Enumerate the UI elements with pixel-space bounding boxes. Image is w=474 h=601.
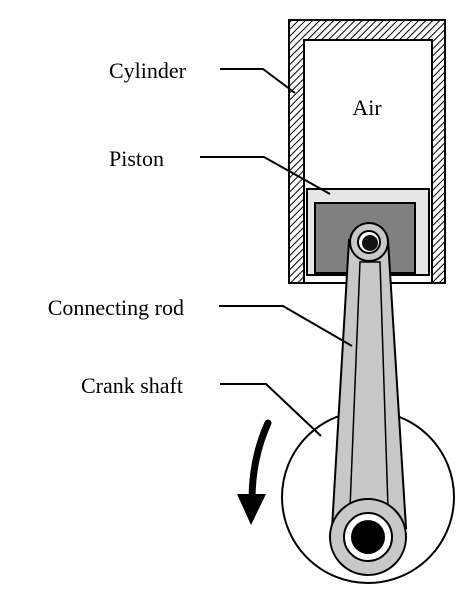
crank-pin — [351, 520, 385, 554]
cylinder-leader-line — [220, 68, 296, 94]
connecting-rod-label: Connecting rod — [48, 295, 184, 320]
cylinder-label: Cylinder — [109, 58, 187, 83]
curved-arrow-down-icon — [237, 419, 272, 525]
piston-label: Piston — [109, 146, 164, 171]
wrist-pin-core — [362, 235, 378, 251]
crank-shaft-label: Crank shaft — [81, 373, 183, 398]
connecting-rod — [329, 222, 408, 576]
crank-shaft-leader-line — [220, 383, 322, 437]
connecting-rod-leader-line — [219, 305, 353, 347]
air-label: Air — [352, 95, 382, 120]
piston-leader-line — [200, 156, 331, 195]
